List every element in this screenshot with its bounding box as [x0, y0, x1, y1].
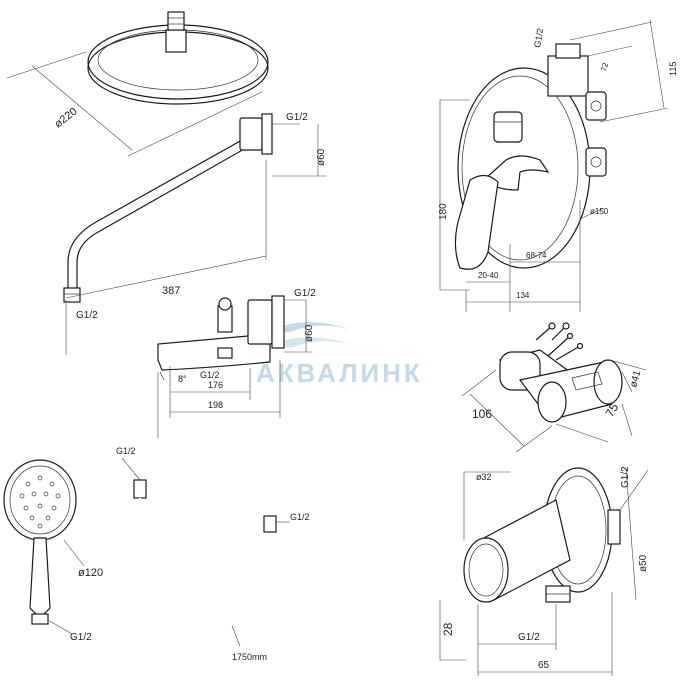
outlet-bottom-thread-label: G1/2 [518, 632, 540, 643]
fixing-screws [535, 322, 584, 361]
spout-thread-label: G1/2 [294, 288, 316, 299]
outlet-32-label: ø32 [476, 472, 492, 482]
hose-length-label: 1750mm [232, 652, 267, 662]
spout-176-label: 176 [208, 380, 223, 390]
holder-75-label: 75 [602, 401, 621, 420]
hand-shower-holder: 106 75 ø41 [461, 349, 647, 453]
mixer-115-label: 115 [668, 62, 678, 76]
watermark-text: АКВАЛИНК [256, 358, 423, 388]
mixer-thread-label: G1/2 [532, 27, 545, 48]
spout-g-label: G1/2 [200, 370, 220, 380]
holder-diameter-label: ø41 [628, 369, 643, 389]
outlet-50-label: ø50 [638, 554, 649, 572]
head-diameter-label: ø220 [52, 105, 79, 130]
rain-shower-head: ø220 [6, 11, 269, 157]
arm-length-label: 387 [162, 285, 180, 297]
mixer-72-label: 72 [599, 61, 610, 72]
mixer-68-label: 68-74 [526, 251, 547, 260]
hand-thread-label: G1/2 [70, 632, 92, 643]
outlet-28-label: 28 [441, 622, 455, 636]
outlet-top-thread-label: G1/2 [620, 466, 631, 488]
mixer-diameter-label: ø150 [590, 207, 609, 216]
watermark: АКВАЛИНК [256, 322, 423, 388]
shower-arm: G1/2 ø60 387 G1/2 [63, 112, 327, 355]
holder-106-label: 106 [472, 407, 492, 421]
hand-shower-nozzles [19, 475, 61, 529]
hose-top-thread-label: G1/2 [116, 446, 136, 456]
spout-198-label: 198 [208, 400, 223, 410]
mixer-2040-label: 20-40 [478, 271, 499, 280]
hand-shower: ø120 G1/2 [3, 459, 103, 643]
mixer-134-label: 134 [516, 291, 530, 300]
concealed-mixer: 180 20-40 68-74 134 115 72 G1/2 ø150 [438, 19, 678, 312]
shower-hose: G1/2 G1/2 1750mm [116, 446, 310, 662]
mixer-height-label: 180 [438, 203, 449, 220]
arm-end-thread-label: G1/2 [76, 310, 98, 321]
wall-outlet-holder: ø32 G1/2 ø50 28 G1/2 65 [439, 466, 649, 676]
spout-height-label: ø60 [304, 324, 315, 342]
arm-thread-label: G1/2 [286, 112, 308, 123]
arm-height-label: ø60 [316, 148, 327, 166]
outlet-65-label: 65 [538, 660, 550, 671]
spout-angle-label: 8° [178, 374, 187, 384]
hand-diameter-label: ø120 [78, 567, 103, 579]
bath-spout: G1/2 ø60 8° G1/2 176 198 [157, 288, 316, 438]
hose-right-thread-label: G1/2 [290, 512, 310, 522]
